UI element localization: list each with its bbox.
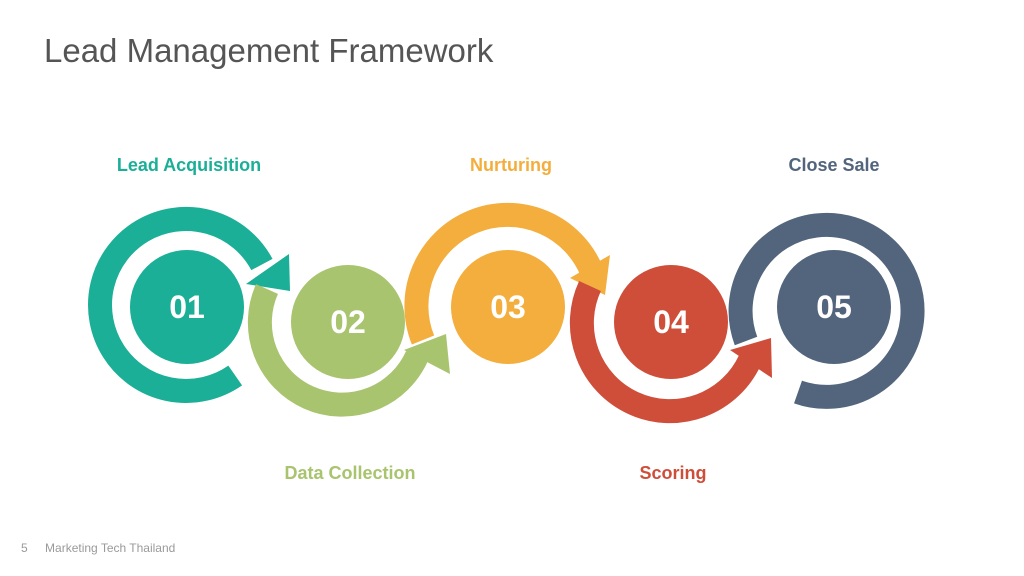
step-2-label: Data Collection xyxy=(284,463,416,483)
step-2-number: 02 xyxy=(330,304,366,340)
step-4-number: 04 xyxy=(653,304,689,340)
step-4-ring xyxy=(569,280,772,424)
step-5-circle xyxy=(777,250,891,364)
step-3-arrow-icon xyxy=(570,255,610,295)
slide-title: Lead Management Framework xyxy=(44,32,494,69)
step-5-ring xyxy=(728,212,925,409)
step-4-circle xyxy=(614,265,728,379)
step-4-ring-arc xyxy=(569,280,761,424)
step-3-label: Nurturing xyxy=(470,155,552,175)
step-5-label: Close Sale xyxy=(788,155,880,175)
step-2-circle xyxy=(291,265,405,379)
step-5-ring-arc xyxy=(728,212,925,409)
step-1-number: 01 xyxy=(169,289,205,325)
step-4-arrow-icon xyxy=(730,338,772,378)
step-1-ring-arc xyxy=(88,206,273,403)
step-5-number: 05 xyxy=(816,289,852,325)
step-2-ring xyxy=(247,284,450,417)
footer-text: Marketing Tech Thailand xyxy=(45,541,176,555)
step-3-circle xyxy=(451,250,565,364)
step-3-ring xyxy=(404,202,610,345)
footer: 5 Marketing Tech Thailand xyxy=(21,541,189,555)
step-2-arrow-icon xyxy=(404,334,450,374)
step-2-ring-arc xyxy=(247,284,428,417)
step-1-arrow-icon xyxy=(246,254,290,291)
page-number: 5 xyxy=(21,541,28,555)
step-4-label: Scoring xyxy=(639,463,707,483)
step-3-number: 03 xyxy=(490,289,526,325)
step-1-label: Lead Acquisition xyxy=(116,155,262,175)
step-1-ring xyxy=(88,206,290,403)
step-1-circle xyxy=(130,250,244,364)
step-3-ring-arc xyxy=(404,202,604,345)
